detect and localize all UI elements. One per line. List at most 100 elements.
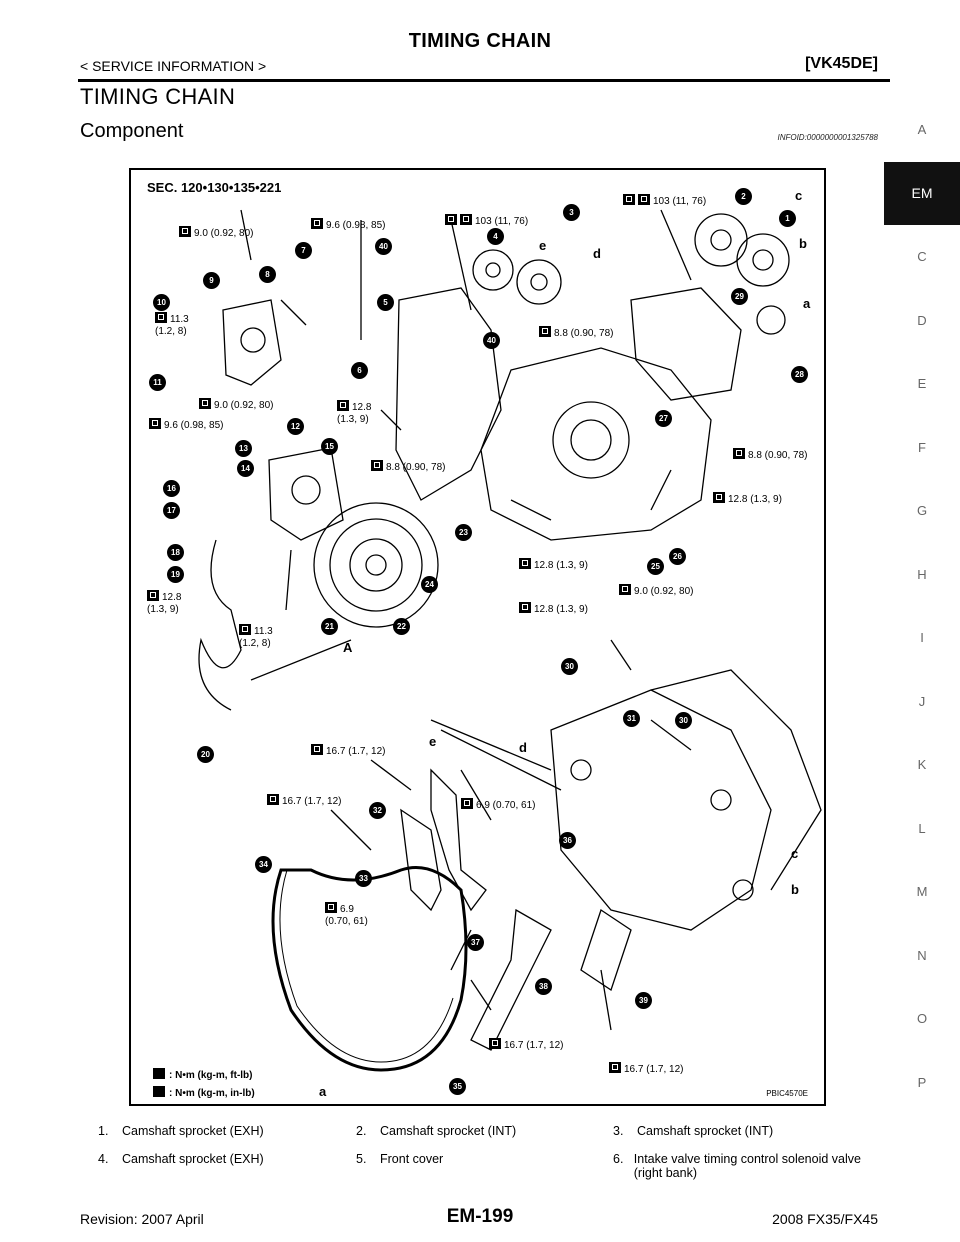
- part-callout-3: 3: [563, 204, 580, 221]
- torque-spec-label: 12.8 (1.3, 9): [713, 492, 782, 506]
- index-tab-j[interactable]: J: [918, 693, 926, 709]
- index-tab-e[interactable]: E: [917, 376, 927, 392]
- part-callout-20: 20: [197, 746, 214, 763]
- parts-row: 4.Camshaft sprocket (EXH) 5.Front cover …: [98, 1152, 888, 1180]
- part-callout-16: 16: [163, 480, 180, 497]
- torque-spec-label: 103 (11, 76): [445, 214, 528, 228]
- reference-letter: a: [319, 1084, 327, 1099]
- part-callout-26: 26: [669, 548, 686, 565]
- torque-spec-label: 12.8 (1.3, 9): [519, 558, 588, 572]
- index-tab-g[interactable]: G: [916, 503, 928, 519]
- part-callout-29: 29: [731, 288, 748, 305]
- torque-spec-label: 12.8 (1.3, 9): [337, 400, 372, 425]
- engine-code: [VK45DE]: [805, 55, 878, 72]
- part-callout-15: 15: [321, 438, 338, 455]
- part-callout-34: 34: [255, 856, 272, 873]
- torque-spec-label: 16.7 (1.7, 12): [489, 1038, 563, 1052]
- index-tab-i[interactable]: I: [920, 630, 924, 646]
- parts-item: 1.Camshaft sprocket (EXH): [98, 1124, 264, 1138]
- parts-item: 3.Camshaft sprocket (INT): [613, 1124, 774, 1138]
- part-callout-11: 11: [149, 374, 166, 391]
- reference-letter: c: [795, 188, 803, 203]
- torque-spec-label: 103 (11, 76): [623, 194, 706, 208]
- index-tab-l[interactable]: L: [918, 820, 926, 836]
- torque-spec-label: 8.8 (0.90, 78): [371, 460, 445, 474]
- index-tab-d[interactable]: D: [917, 312, 927, 328]
- reference-letter: b: [799, 236, 807, 251]
- torque-spec-label: 16.7 (1.7, 12): [311, 744, 385, 758]
- vehicle-model: 2008 FX35/FX45: [772, 1211, 878, 1227]
- part-callout-5: 5: [377, 294, 394, 311]
- index-tab-c[interactable]: C: [917, 249, 927, 265]
- index-tab-n[interactable]: N: [917, 947, 927, 963]
- part-callout-27: 27: [655, 410, 672, 427]
- figure-code: PBIC4570E: [766, 1089, 808, 1098]
- part-callout-17: 17: [163, 502, 180, 519]
- part-callout-38: 38: [535, 978, 552, 995]
- torque-spec-label: 11.3 (1.2, 8): [239, 624, 273, 649]
- torque-spec-label: 8.8 (0.90, 78): [733, 448, 807, 462]
- part-callout-33: 33: [355, 870, 372, 887]
- section-title: TIMING CHAIN: [80, 84, 236, 109]
- torque-spec-label: 9.0 (0.92, 80): [179, 226, 253, 240]
- reference-letter: A: [343, 640, 353, 655]
- index-tab-o[interactable]: O: [916, 1011, 928, 1027]
- legend-torque-ft-lb: : N•m (kg-m, ft-lb): [153, 1068, 253, 1081]
- parts-row: 1.Camshaft sprocket (EXH) 2.Camshaft spr…: [98, 1124, 888, 1152]
- part-callout-35: 35: [449, 1078, 466, 1095]
- page-title: TIMING CHAIN: [408, 30, 552, 52]
- section-index-tabs: A EM C D E F G H I J K L M N O P: [884, 98, 960, 1114]
- index-tab-k[interactable]: K: [917, 757, 927, 773]
- part-callout-9: 9: [203, 272, 220, 289]
- part-callout-6: 6: [351, 362, 368, 379]
- index-tab-m[interactable]: M: [916, 884, 928, 900]
- breadcrumb[interactable]: < SERVICE INFORMATION >: [80, 58, 267, 74]
- part-callout-2: 2: [735, 188, 752, 205]
- torque-spec-label: 6.9 (0.70, 61): [325, 902, 368, 927]
- part-callout-24: 24: [421, 576, 438, 593]
- part-callout-25: 25: [647, 558, 664, 575]
- part-callout-36: 36: [559, 832, 576, 849]
- header-divider: [78, 79, 890, 82]
- index-tab-p[interactable]: P: [917, 1074, 927, 1090]
- part-callout-30b: 30: [675, 712, 692, 729]
- part-callout-31: 31: [623, 710, 640, 727]
- reference-letter: d: [519, 740, 527, 755]
- revision-date: Revision: 2007 April: [80, 1211, 204, 1227]
- torque-spec-label: 16.7 (1.7, 12): [609, 1062, 683, 1076]
- exploded-component-diagram: SEC. 120•130•135•221 9.0 (0.92, 80) 9.6 …: [129, 168, 826, 1106]
- index-tab-h[interactable]: H: [917, 566, 927, 582]
- torque-spec-label: 9.0 (0.92, 80): [619, 584, 693, 598]
- torque-spec-label: 8.8 (0.90, 78): [539, 326, 613, 340]
- reference-letter: c: [791, 846, 799, 861]
- index-tab-f[interactable]: F: [918, 439, 926, 455]
- part-callout-12: 12: [287, 418, 304, 435]
- legend-torque-in-lb: : N•m (kg-m, in-lb): [153, 1086, 255, 1099]
- parts-item: 4.Camshaft sprocket (EXH): [98, 1152, 264, 1166]
- parts-item: 2.Camshaft sprocket (INT): [356, 1124, 517, 1138]
- part-callout-40: 40: [375, 238, 392, 255]
- part-callout-30: 30: [561, 658, 578, 675]
- torque-spec-label: 9.6 (0.98, 85): [311, 218, 385, 232]
- part-callout-13: 13: [235, 440, 252, 457]
- parts-list: 1.Camshaft sprocket (EXH) 2.Camshaft spr…: [98, 1124, 888, 1180]
- part-callout-4: 4: [487, 228, 504, 245]
- reference-letter: a: [803, 296, 811, 311]
- part-callout-10: 10: [153, 294, 170, 311]
- index-tab-em[interactable]: EM: [884, 161, 960, 225]
- part-callout-14: 14: [237, 460, 254, 477]
- reference-letter: d: [593, 246, 601, 261]
- torque-spec-label: 12.8 (1.3, 9): [147, 590, 182, 615]
- diagram-line-art: [198, 209, 822, 1072]
- torque-spec-label: 16.7 (1.7, 12): [267, 794, 341, 808]
- part-callout-7: 7: [295, 242, 312, 259]
- part-callout-18: 18: [167, 544, 184, 561]
- info-id: INFOID:0000000001325788: [777, 133, 878, 142]
- part-callout-40b: 40: [483, 332, 500, 349]
- part-callout-21: 21: [321, 618, 338, 635]
- torque-spec-label: 6.9 (0.70, 61): [461, 798, 535, 812]
- torque-spec-label: 9.0 (0.92, 80): [199, 398, 273, 412]
- part-callout-19: 19: [167, 566, 184, 583]
- index-tab-a[interactable]: A: [917, 122, 927, 138]
- subsection-title: Component: [80, 120, 184, 142]
